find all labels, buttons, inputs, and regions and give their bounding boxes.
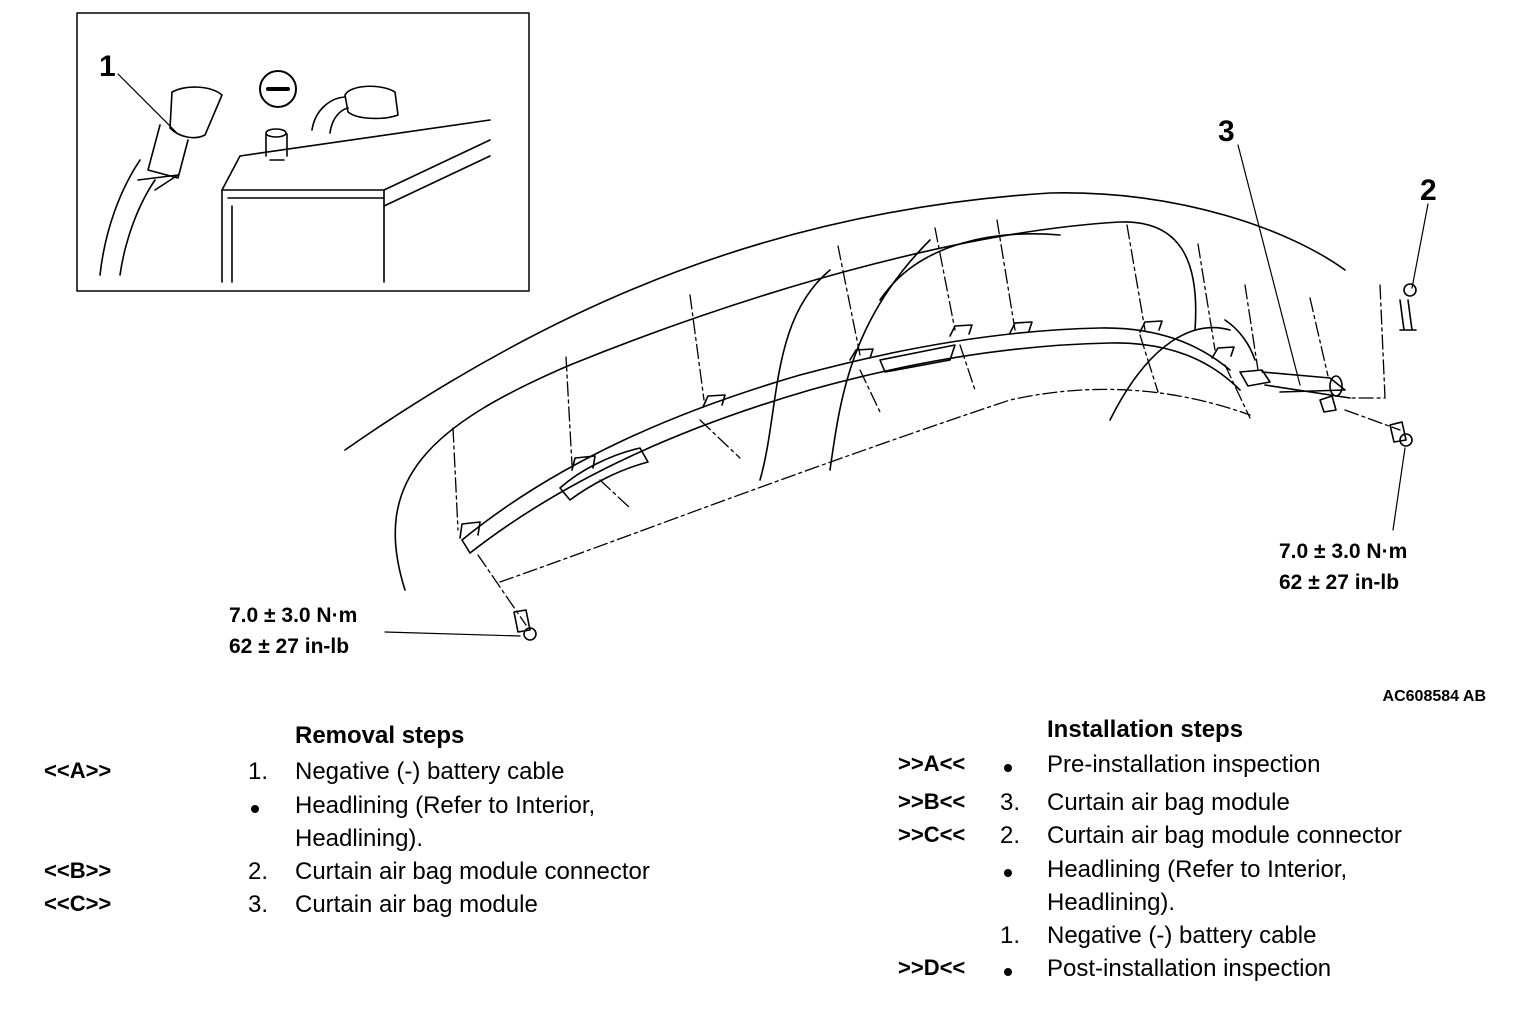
torque-label-left: 7.0 ± 3.0 N·m 62 ± 27 in-lb: [229, 604, 358, 658]
airbag-diagram: 1 3 2: [76, 12, 1437, 641]
bullet-icon: [1004, 968, 1012, 976]
figure-code: AC608584 AB: [1382, 688, 1486, 705]
torque-label-right: 7.0 ± 3.0 N·m 62 ± 27 in-lb: [1279, 540, 1408, 594]
bolt-left: [513, 609, 537, 641]
bullet-icon: [1004, 869, 1012, 877]
bullet-icon: [251, 805, 259, 813]
callout-1: 1: [99, 50, 116, 83]
bullet-icon: [1004, 764, 1012, 772]
installation-title: Installation steps: [1047, 716, 1244, 743]
removal-steps: Removal steps <<A>> 1. Negative (-) batt…: [44, 722, 650, 918]
installation-steps: Installation steps >>A<< Pre-installatio…: [898, 716, 1402, 982]
clip-2: [1399, 283, 1417, 331]
removal-title: Removal steps: [295, 722, 465, 749]
curtain-airbag-module: [459, 320, 1351, 554]
callout-2: 2: [1420, 174, 1437, 207]
dash-leaders: [452, 219, 1401, 626]
bolt-right: [1389, 421, 1413, 447]
roof-outline: [344, 192, 1346, 591]
callout-3: 3: [1218, 115, 1235, 148]
battery-inset: [76, 12, 530, 292]
